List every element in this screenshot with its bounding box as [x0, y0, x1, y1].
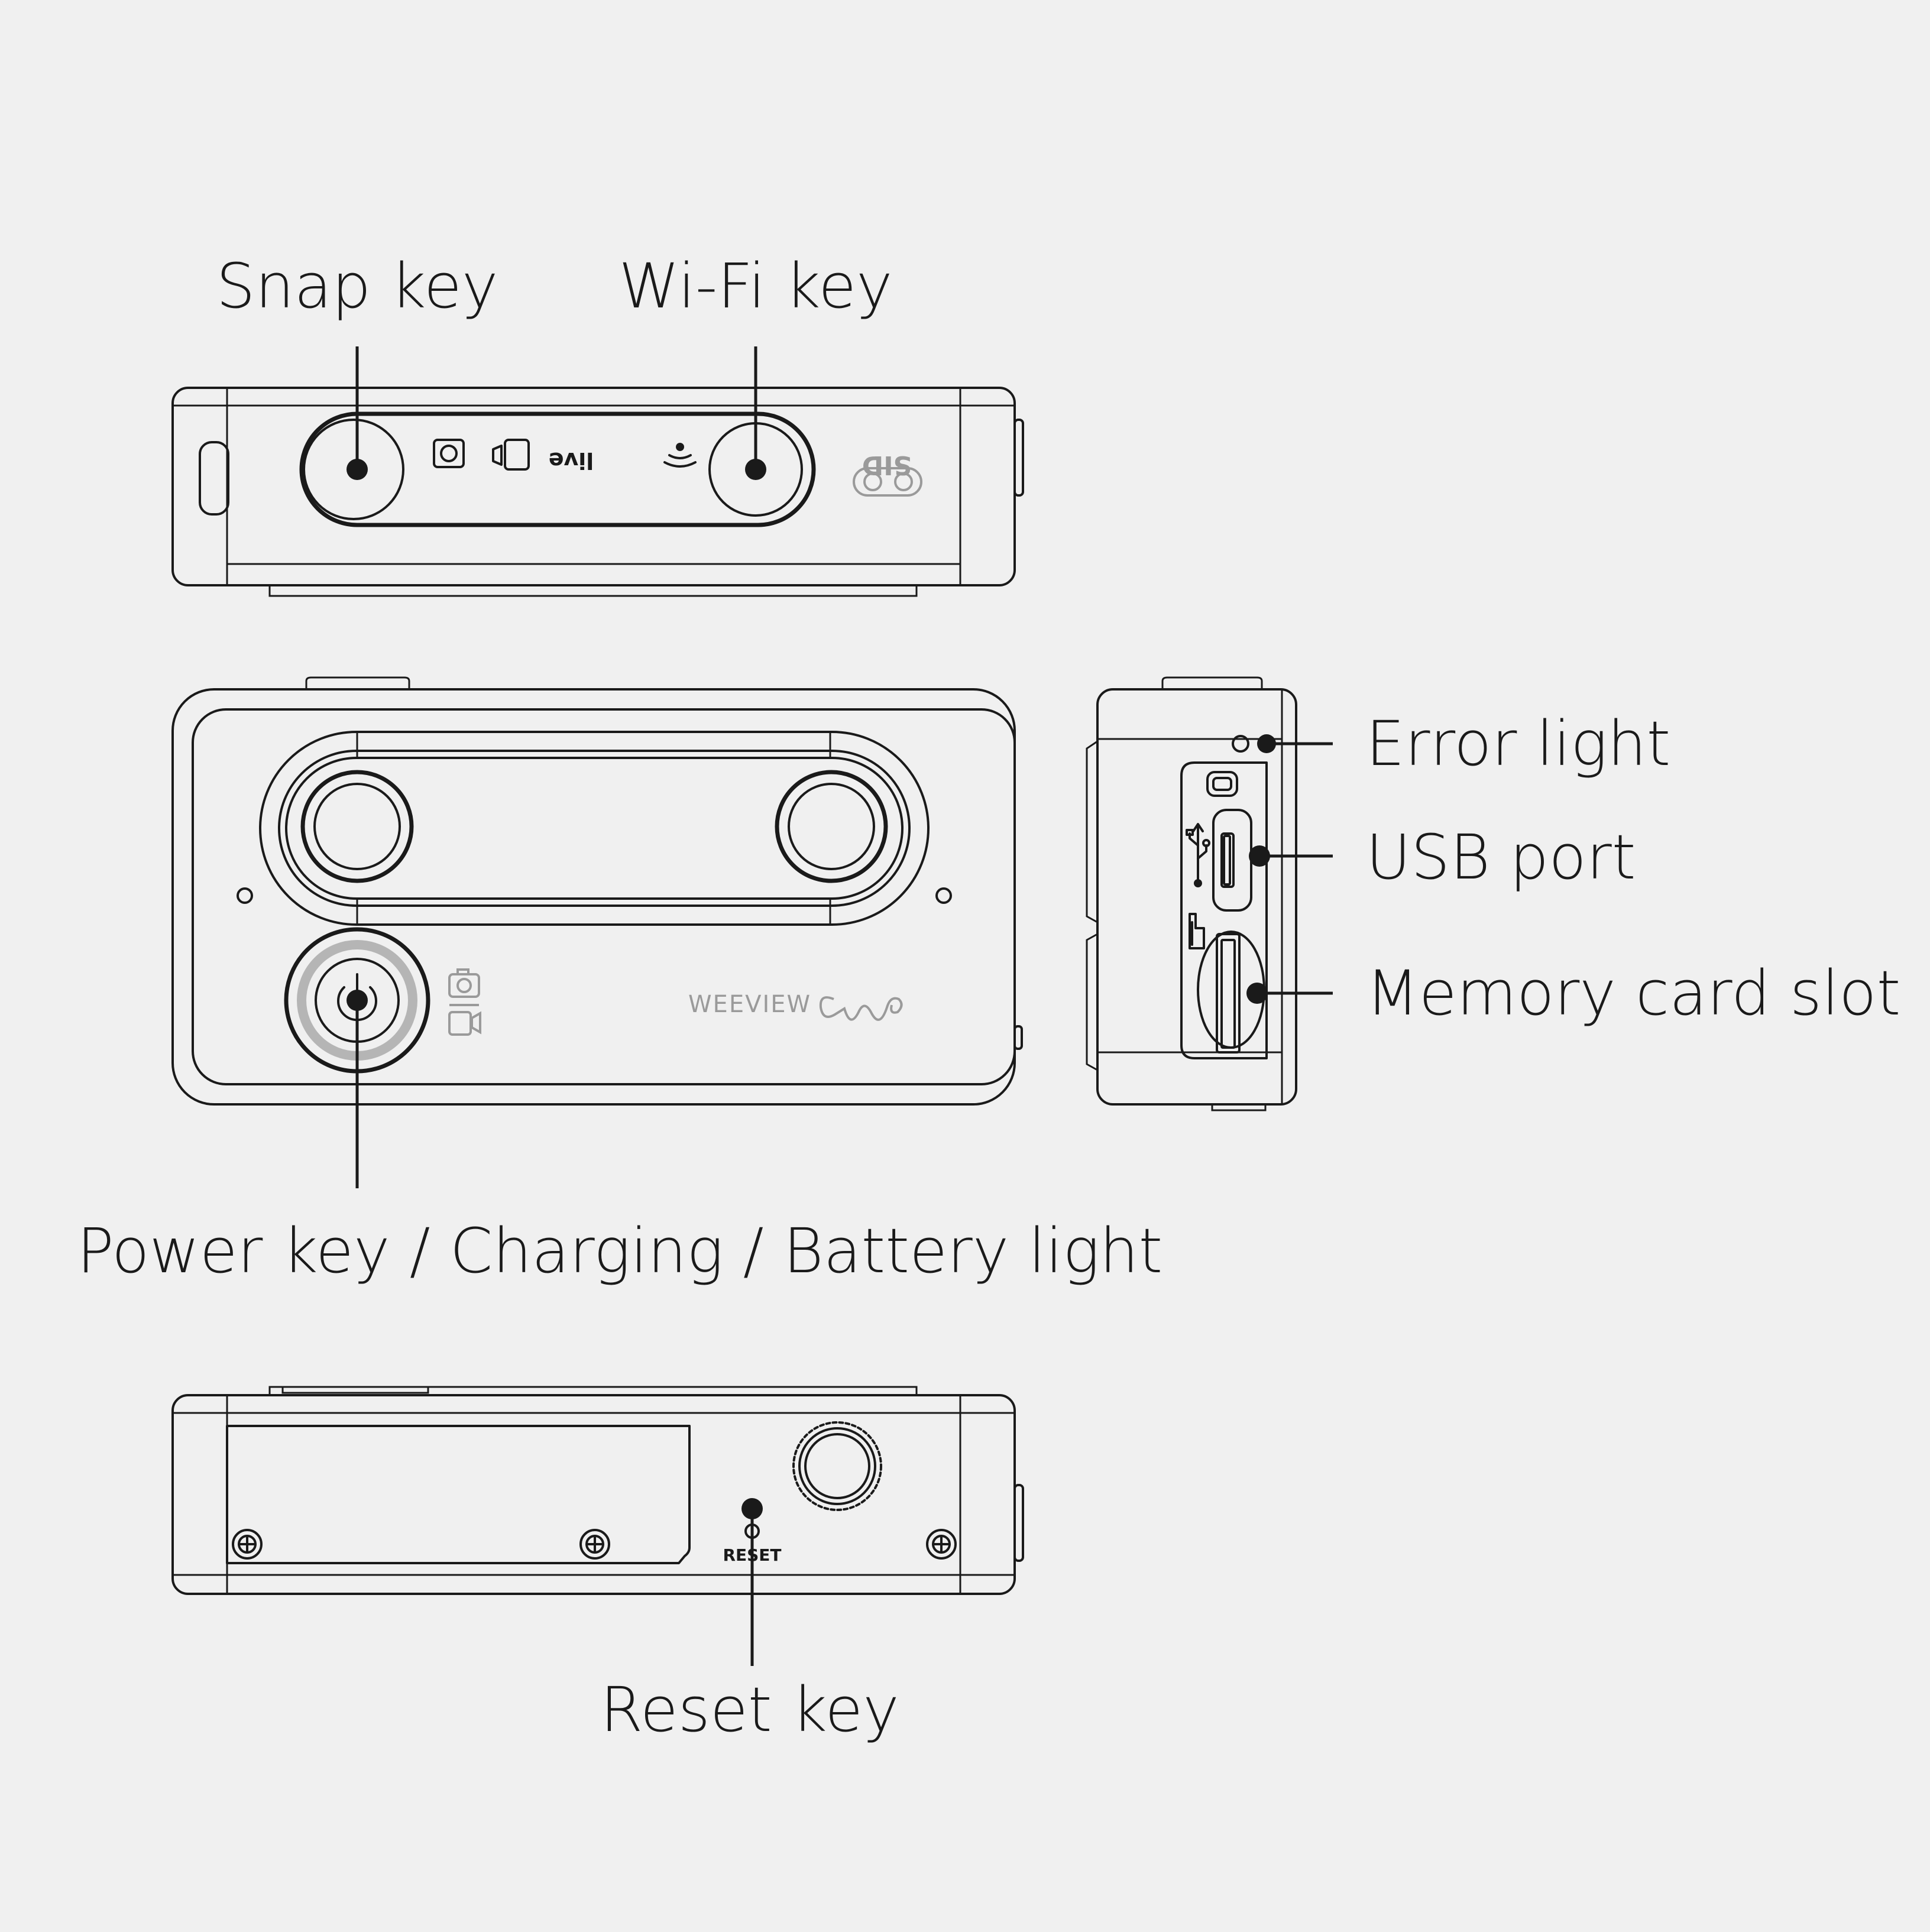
battery-door [226, 1425, 691, 1564]
side-button-edge [1013, 419, 1024, 497]
photo-mode-icon [433, 439, 465, 468]
usb-port[interactable] [1212, 809, 1252, 912]
brand-logo: WEEVIEW [688, 991, 811, 1018]
callout-wifi-key [745, 346, 766, 480]
right-lens [775, 770, 888, 883]
brand-mark [819, 996, 903, 1021]
wifi-key-label: Wi-Fi key [618, 250, 892, 322]
side-bulge [1086, 933, 1098, 1071]
usb-port-label: USB port [1366, 821, 1636, 893]
sid-badge: SID [853, 450, 922, 497]
front-view: WEEVIEW [171, 676, 1023, 1106]
top-button-edge [305, 676, 410, 689]
microphone-hole-right [935, 887, 952, 904]
video-mode-icon [492, 439, 530, 471]
lens-bar-inner [285, 757, 904, 900]
screw-icon [579, 1529, 610, 1560]
sd-card-icon [1189, 913, 1205, 949]
wifi-signal-icon [663, 443, 697, 468]
error-light-led [1232, 735, 1249, 753]
screw-icon [232, 1529, 263, 1560]
error-light-label: Error light [1366, 708, 1670, 780]
bottom-top-lip [268, 1386, 918, 1395]
camera-icon [448, 968, 480, 998]
memory-card-slot-label: Memory card slot [1366, 957, 1900, 1029]
screw-icon [926, 1529, 957, 1560]
tripod-mount-icon [1206, 771, 1238, 797]
microphone-hole-left [237, 887, 253, 904]
reset-key-label: Reset key [600, 1674, 899, 1746]
usb-icon [1186, 823, 1210, 887]
callout-usb-port [1249, 845, 1333, 867]
top-view-lip [268, 585, 918, 597]
lens-bar-outer [259, 731, 930, 926]
front-body-inner [192, 708, 1016, 1085]
top-view-body [171, 387, 1016, 586]
side-top-button [1161, 676, 1263, 689]
mode-live-label: live [549, 448, 594, 474]
callout-snap-key [347, 346, 368, 480]
callout-power-key [347, 990, 368, 1188]
top-view: live SID [171, 387, 1024, 597]
callout-memory-card-slot [1246, 983, 1333, 1004]
snap-key-label: Snap key [216, 250, 498, 322]
tripod-socket [792, 1421, 882, 1511]
left-lens [300, 770, 414, 883]
bottom-top-button [281, 1387, 429, 1394]
bottom-view: RESET [171, 1386, 1024, 1595]
video-camera-icon [448, 1011, 481, 1036]
snap-key-button[interactable] [303, 419, 404, 520]
callout-reset-key [741, 1498, 763, 1666]
lens-bar-mid [278, 750, 911, 907]
side-nub [1013, 1025, 1023, 1050]
port-cover [1180, 761, 1268, 1059]
power-key-label: Power key / Charging / Battery light [77, 1215, 1162, 1287]
side-lip [1211, 1104, 1267, 1111]
callout-error-light [1257, 734, 1333, 753]
side-button-edge [1013, 1484, 1024, 1562]
strap-loop [199, 441, 229, 516]
side-bulge [1086, 740, 1098, 923]
side-body [1096, 688, 1297, 1106]
